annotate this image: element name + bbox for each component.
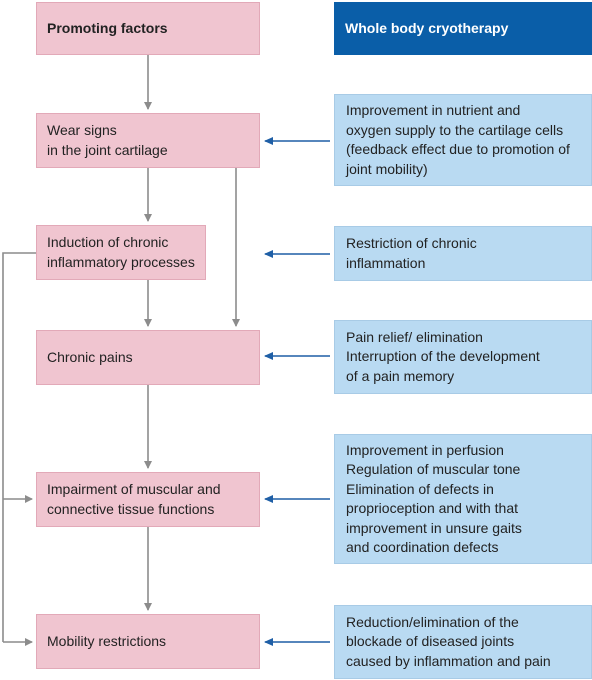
cryotherapy-header: Whole body cryotherapy xyxy=(334,2,592,55)
effect-label: Improvement in nutrient and oxygen suppl… xyxy=(346,102,570,177)
effect-label: Reduction/elimination of the blockade of… xyxy=(346,613,551,669)
factor-chronic-pains: Chronic pains xyxy=(36,330,260,385)
factor-label: Wear signs in the joint cartilage xyxy=(47,122,168,158)
effect-label: Improvement in perfusion Regulation of m… xyxy=(346,441,522,556)
factor-wear-signs: Wear signs in the joint cartilage xyxy=(36,113,260,168)
factor-label: Chronic pains xyxy=(47,348,133,365)
factor-label: Impairment of muscular and connective ti… xyxy=(47,481,221,517)
factor-label: Induction of chronic inflammatory proces… xyxy=(47,234,195,270)
promoting-factors-title: Promoting factors xyxy=(47,19,168,36)
effect-restrict-inflammation: Restriction of chronic inflammation xyxy=(334,226,592,281)
factor-mobility-restrictions: Mobility restrictions xyxy=(36,614,260,669)
effect-nutrient-supply: Improvement in nutrient and oxygen suppl… xyxy=(334,94,592,186)
factor-label: Mobility restrictions xyxy=(47,632,167,649)
factor-chronic-inflammation: Induction of chronic inflammatory proces… xyxy=(36,225,206,280)
feedback-line-left xyxy=(2,252,36,642)
cryotherapy-title: Whole body cryotherapy xyxy=(345,19,509,36)
effect-joint-blockade: Reduction/elimination of the blockade of… xyxy=(334,605,592,679)
effect-pain-relief: Pain relief/ elimination Interruption of… xyxy=(334,320,592,394)
factor-muscular-impairment: Impairment of muscular and connective ti… xyxy=(36,472,260,527)
effect-perfusion-tone: Improvement in perfusion Regulation of m… xyxy=(334,434,592,564)
effect-label: Pain relief/ elimination Interruption of… xyxy=(346,328,540,384)
promoting-factors-header: Promoting factors xyxy=(36,2,260,55)
effect-label: Restriction of chronic inflammation xyxy=(346,235,477,271)
